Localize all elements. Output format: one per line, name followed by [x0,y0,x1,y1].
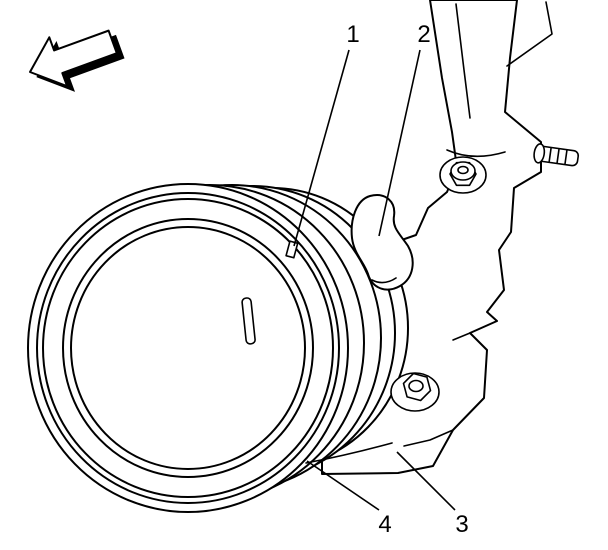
bracket-chamfer-line [506,1,553,67]
stud-thread-2 [556,148,560,164]
callout-3-label: 3 [455,511,468,538]
bracket-opening-detail [371,277,397,284]
pulley-bore-inner [70,226,306,470]
pulley-ring-outer [36,192,340,504]
lower-bolt-hex-head [402,372,432,402]
leader-line-4 [306,460,380,511]
threaded-stud [533,143,580,167]
leader-line-2 [378,49,421,237]
stud-thread-3 [564,149,568,165]
upper-bolt-center [457,165,469,175]
callout-leaders [293,49,456,511]
callout-4-label: 4 [378,511,391,538]
direction-arrow-body [29,29,118,88]
callout-1-label: 1 [346,21,359,48]
bracket-step-line [452,332,471,341]
bracket-contour-upper [446,149,506,158]
bracket-lower-contour [403,429,454,447]
callout-2-label: 2 [417,21,430,48]
body-bottom-seam [305,442,393,464]
pulley-front-rim [27,183,349,513]
pulley-bore-outer [62,218,314,478]
fasteners [390,143,580,412]
hub-face-slot [241,297,256,345]
bracket-front-details [305,194,414,464]
bracket-opening [350,194,414,291]
pulley-assembly [27,183,409,513]
lower-bolt-center [408,379,424,393]
leader-line-3 [396,451,456,511]
callout-labels: 1 2 3 4 [346,21,468,538]
direction-arrow-icon [29,29,125,92]
upper-bolt-head-top [450,161,476,181]
stud-thread-1 [548,147,552,163]
lower-bolt [390,372,440,412]
leader-line-1 [293,49,350,247]
bracket-arm-inner-line [455,3,471,119]
stud-flange [533,143,546,164]
upper-bolt [439,156,487,194]
pulley-ring-mid [42,198,334,498]
